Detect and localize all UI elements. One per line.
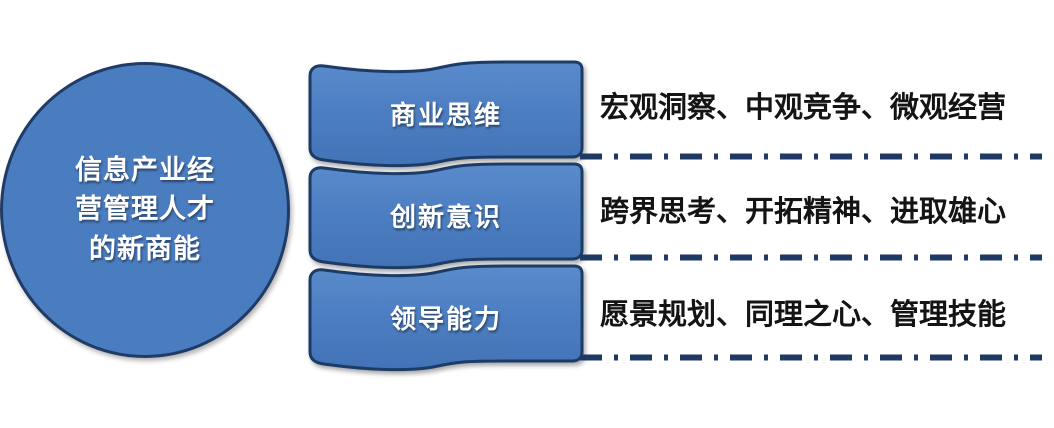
detail-text-business-thinking: 宏观洞察、中观竞争、微观经营 — [600, 92, 1007, 124]
detail-text-innovation-awareness: 跨界思考、开拓精神、进取雄心 — [600, 196, 1007, 228]
detail-text-leadership-ability: 愿景规划、同理之心、管理技能 — [600, 299, 1007, 331]
ribbon-shape-icon — [308, 60, 584, 168]
ribbon-shape-icon — [308, 162, 584, 270]
center-circle-node[interactable]: 信息产业经 营管理人才 的新商能 — [0, 62, 290, 358]
connector-dash-line-3 — [580, 354, 1042, 361]
ribbon-banner-leadership-ability[interactable]: 领导能力 — [306, 262, 586, 372]
connector-dash-line-1 — [580, 153, 1042, 160]
ribbon-banner-innovation-awareness[interactable]: 创新意识 — [306, 160, 586, 270]
ribbon-banner-business-thinking[interactable]: 商业思维 — [306, 58, 586, 168]
ribbon-shape-icon — [308, 264, 584, 372]
connector-dash-line-2 — [580, 254, 1042, 261]
center-circle-label: 信息产业经 营管理人才 的新商能 — [75, 154, 215, 264]
